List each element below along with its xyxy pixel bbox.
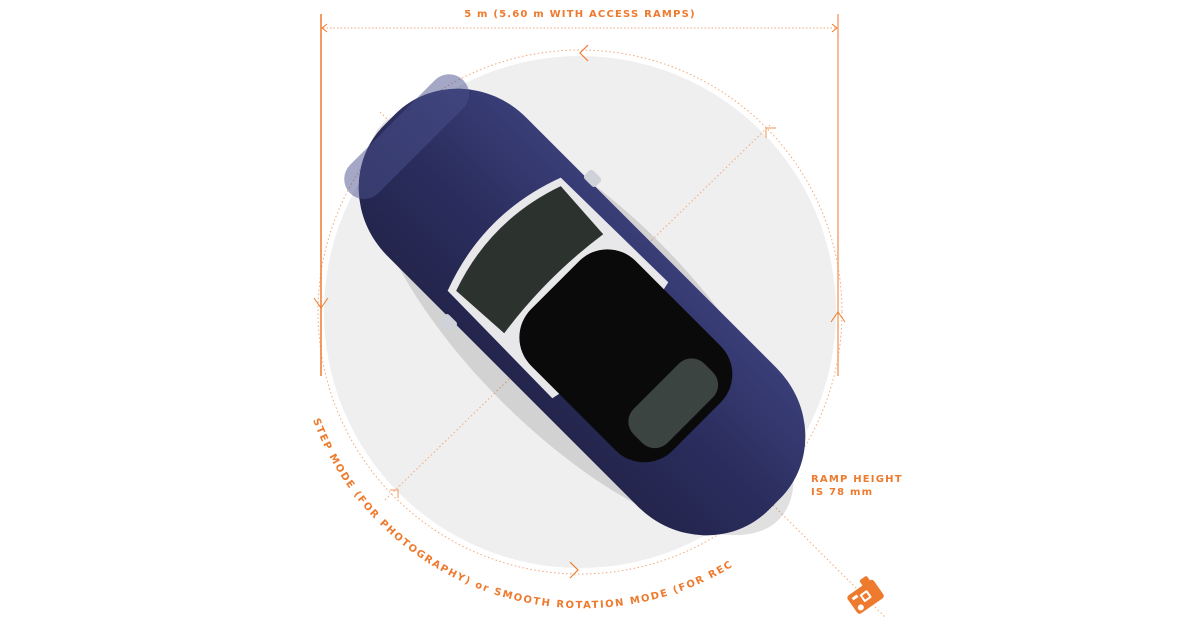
width-dimension	[313, 14, 846, 376]
rotation-arrows	[569, 44, 589, 579]
rotation-path	[317, 49, 843, 575]
camera-icon	[847, 576, 884, 614]
ramp-height-label-line2: IS 78 mm	[811, 487, 873, 498]
ramp-height-label-line1: RAMP HEIGHT	[811, 474, 903, 485]
car-top-view	[344, 74, 806, 536]
width-label: 5 m (5.60 m WITH ACCESS RAMPS)	[464, 9, 696, 20]
